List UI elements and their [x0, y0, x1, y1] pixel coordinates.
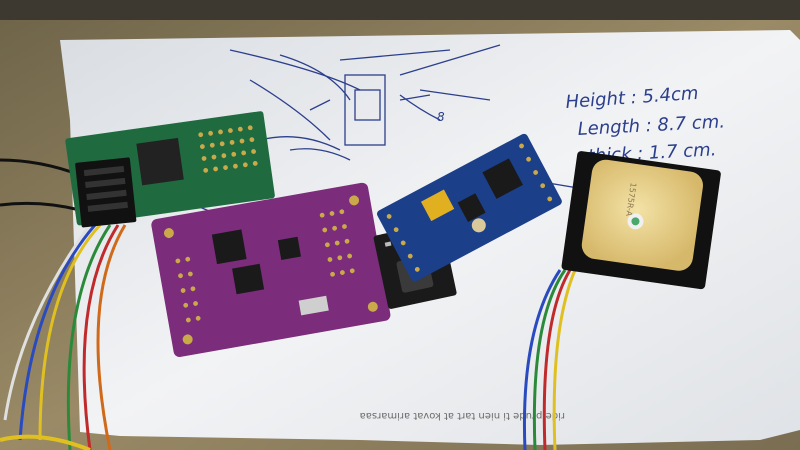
- blue-board: [376, 133, 562, 282]
- table-top-edge: [0, 0, 800, 20]
- purple-board: [151, 182, 391, 358]
- mirrored-text: ride prude ti nien tart at kovat arimars…: [360, 410, 565, 421]
- connector-slots: [83, 165, 128, 212]
- note-eight: 8: [437, 110, 445, 124]
- bottom-left-cable: [0, 434, 91, 450]
- gps-module: 1575R-A: [561, 151, 721, 290]
- right-cables: [522, 269, 577, 450]
